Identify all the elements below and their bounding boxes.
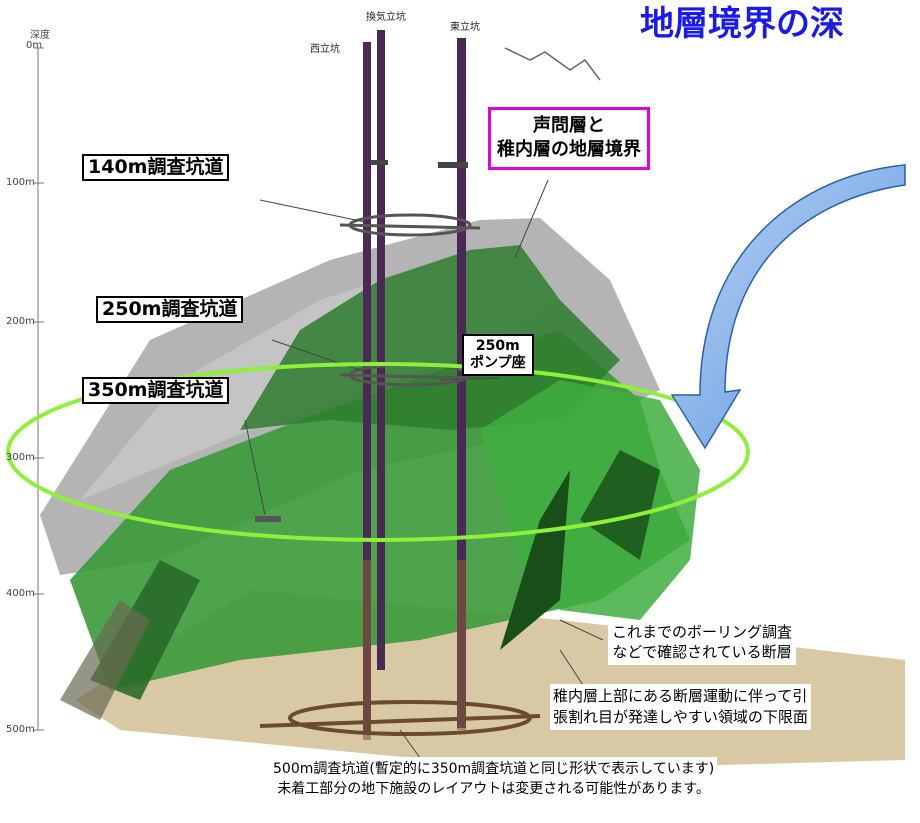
- gallery-500m-note-line1: 500m調査坑道(暫定的に350m調査坑道と同じ形状で表示しています): [273, 761, 715, 777]
- gallery-500m-ring: [259, 700, 541, 736]
- ventilation-shaft-label: 換気立坑: [366, 12, 406, 23]
- fault-note-line1: これまでのボーリング調査: [612, 623, 793, 641]
- shaft-fitting-1: [370, 160, 388, 165]
- stratum-boundary-line1: 声問層と: [533, 115, 605, 136]
- shaft-fitting-2: [438, 162, 468, 168]
- fault-surface-upper: [240, 245, 620, 430]
- leader-lines: [244, 179, 604, 759]
- east-shaft-lower: [457, 560, 466, 730]
- lower-boundary-note-line1: 稚内層上部にある断層運動に伴って引: [553, 687, 808, 705]
- fault-note: これまでのボーリング調査 などで確認されている断層: [608, 620, 797, 665]
- north-arrow-icon: [504, 47, 601, 81]
- curved-arrow-icon: [670, 164, 906, 450]
- west-shaft-lower: [363, 560, 371, 740]
- depth-tick-500: 500m: [6, 724, 35, 735]
- depth-axis-ticks: [34, 47, 44, 731]
- gallery-140m-ring: [339, 213, 481, 237]
- depth-tick-0: 0m: [26, 40, 43, 51]
- gallery-350m-label: 350m調査坑道: [82, 377, 230, 404]
- page-title: 地層境界の深: [640, 4, 844, 44]
- gallery-500m-note: 500m調査坑道(暫定的に350m調査坑道と同じ形状で表示しています) 未着工部…: [270, 757, 718, 802]
- gallery-140m-label: 140m調査坑道: [82, 154, 230, 181]
- ventilation-shaft: [377, 30, 385, 670]
- stratum-boundary-line2: 稚内層の地層境界: [497, 139, 641, 161]
- lower-boundary-note-line2: 張割れ目が発達しやすい領域の下限面: [553, 708, 808, 726]
- fault-plane-dark-1: [500, 470, 570, 650]
- pump-station-label: 250m ポンプ座: [462, 334, 534, 376]
- east-shaft-label: 東立坑: [450, 22, 480, 33]
- lower-boundary-note: 稚内層上部にある断層運動に伴って引 張割れ目が発達しやすい領域の下限面: [550, 684, 811, 730]
- gallery-250m-label: 250m調査坑道: [96, 296, 244, 323]
- east-shaft: [457, 38, 466, 728]
- depth-tick-400: 400m: [6, 588, 35, 599]
- depth-tick-100: 100m: [6, 177, 35, 188]
- pump-station-name: ポンプ座: [470, 354, 526, 371]
- gallery-350m-stub: [255, 516, 281, 522]
- west-shaft-label: 西立坑: [310, 44, 340, 55]
- depth-tick-200: 200m: [6, 316, 35, 327]
- west-shaft: [363, 42, 371, 732]
- depth-axis-title: 深度: [30, 30, 50, 41]
- fault-plane-dark-2: [580, 450, 660, 560]
- fault-plane-shadow: [60, 600, 150, 720]
- depth-tick-300: 300m: [6, 452, 35, 463]
- gallery-500m-note-line2: 未着工部分の地下施設のレイアウトは変更される可能性があります。: [277, 781, 710, 798]
- focus-ellipse: [6, 362, 750, 542]
- fault-note-line2: などで確認されている断層: [612, 643, 792, 662]
- pump-station-depth: 250m: [475, 338, 520, 354]
- stratum-boundary-label: 声問層と 稚内層の地層境界: [488, 107, 650, 170]
